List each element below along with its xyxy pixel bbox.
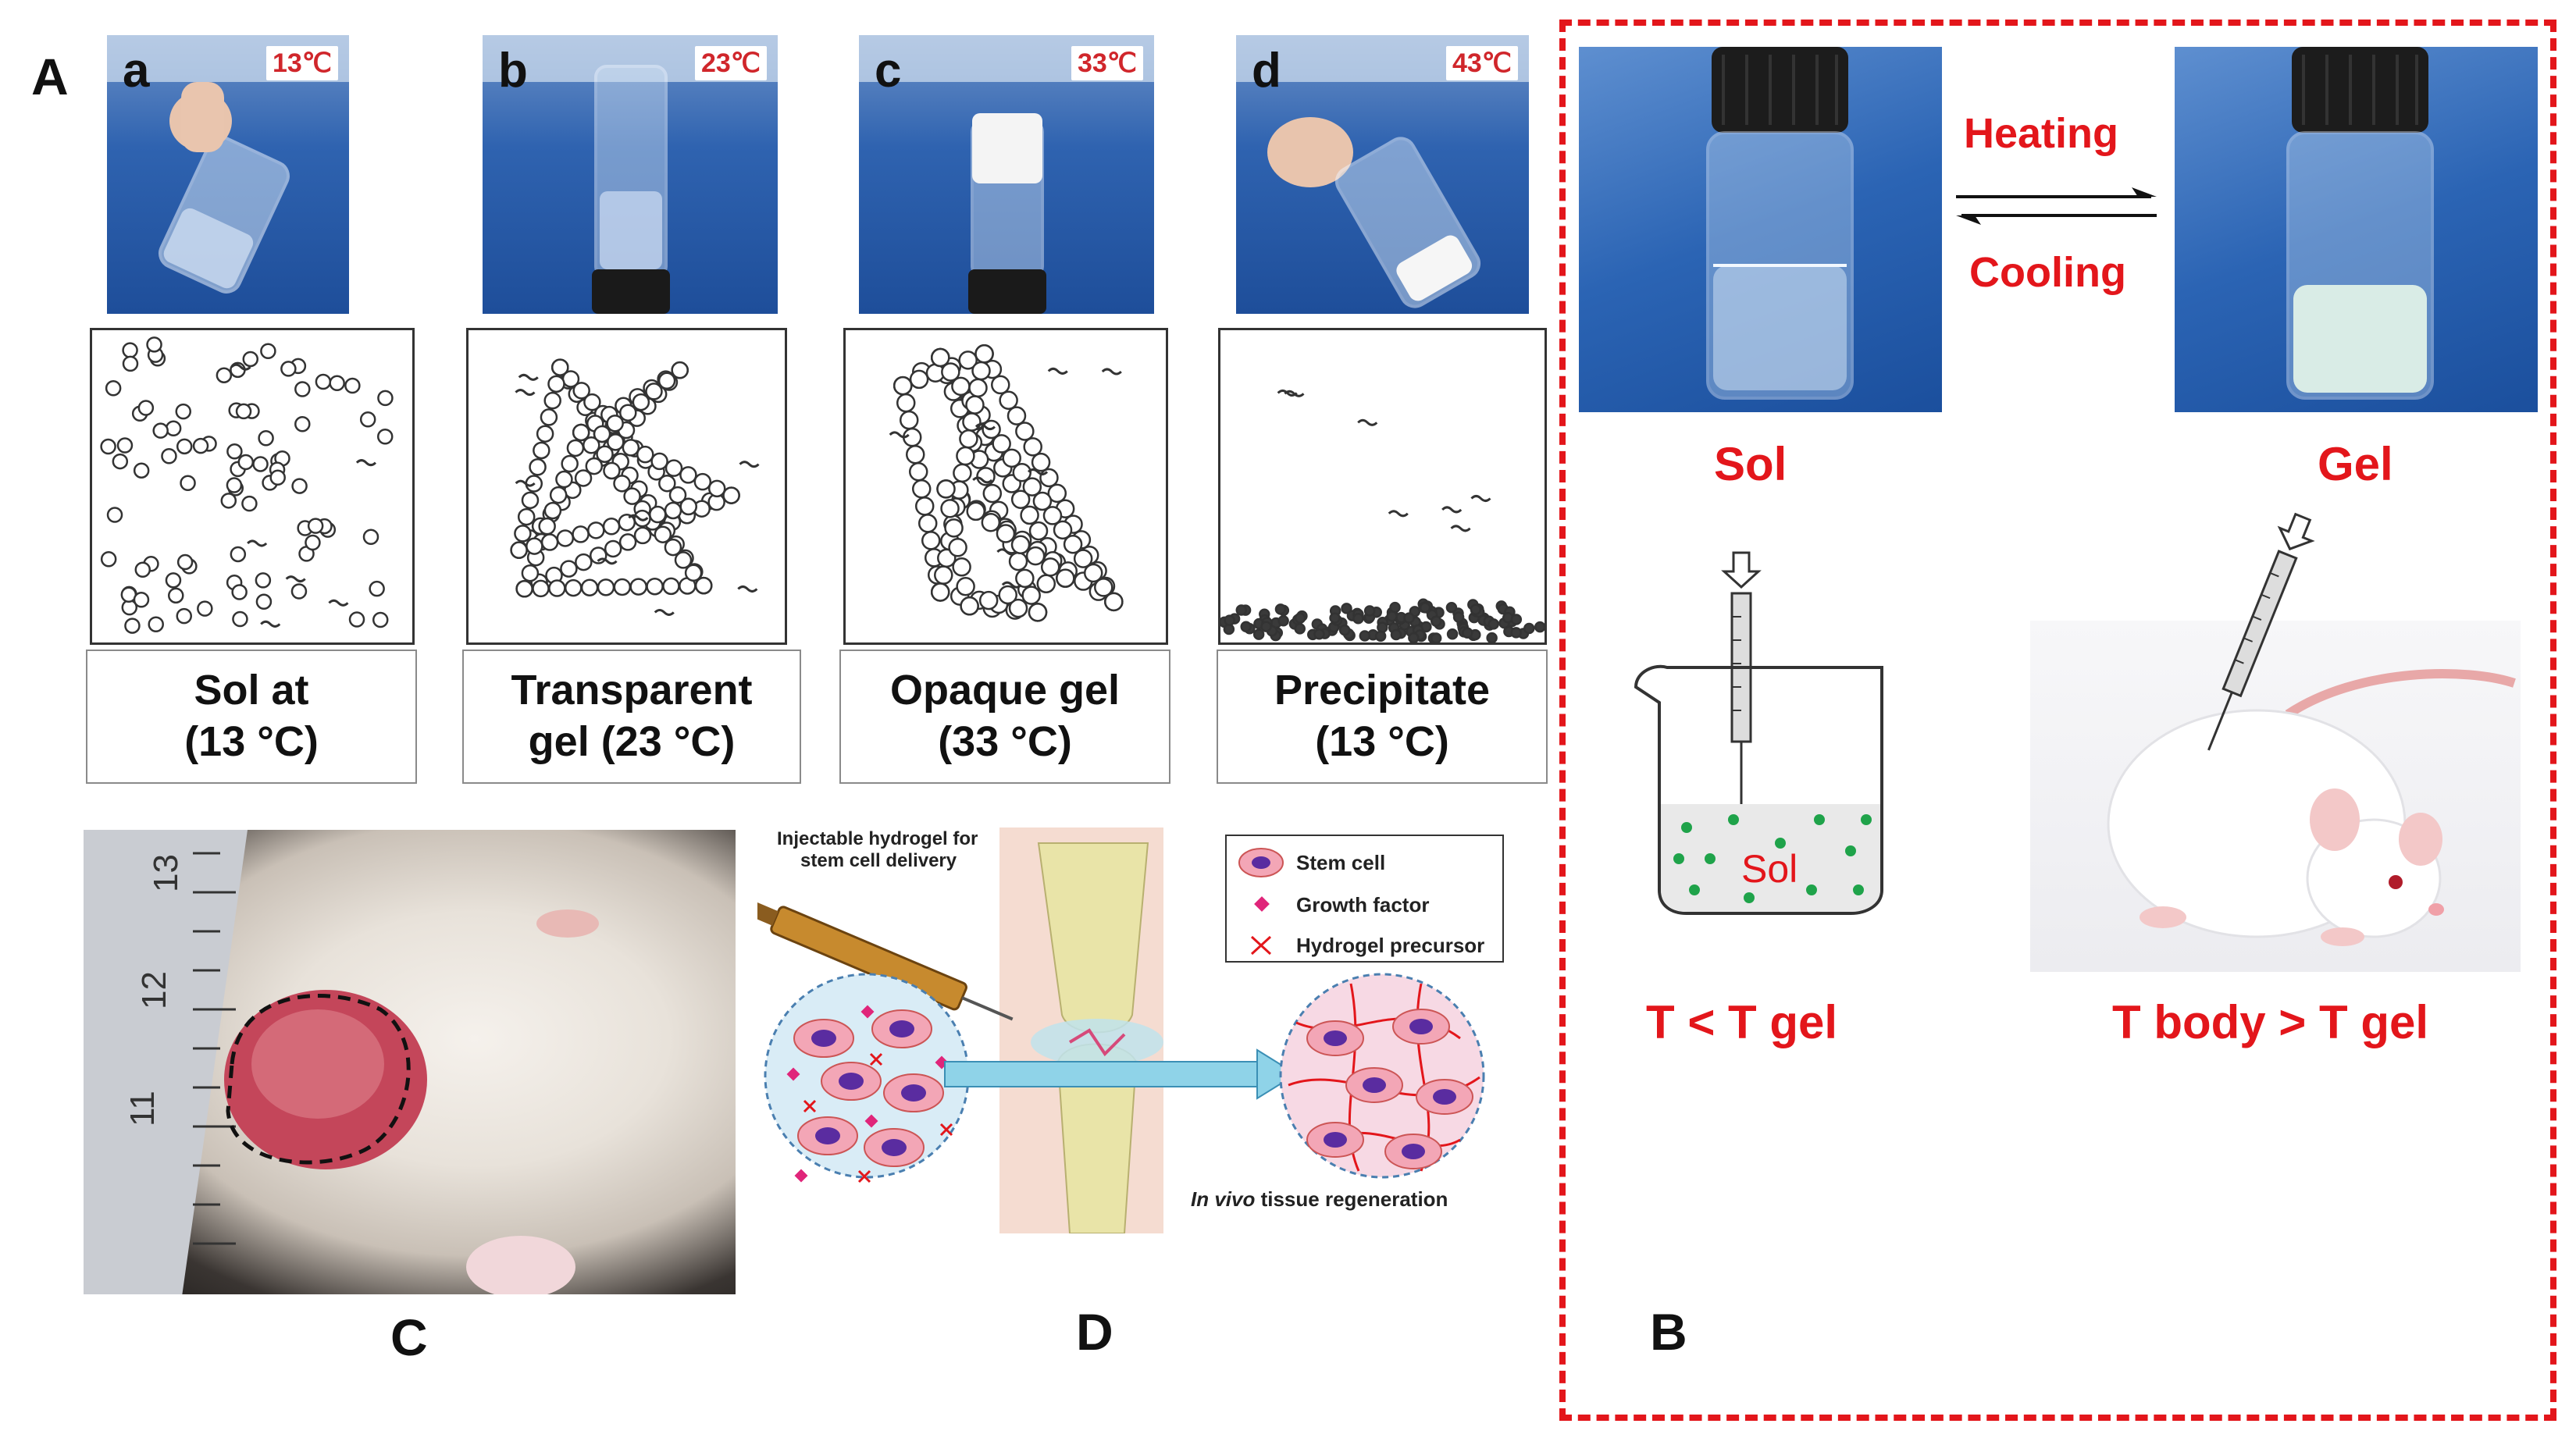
tile-temp-b: 23℃ xyxy=(694,46,767,80)
schematic-opaque-gel xyxy=(843,328,1168,645)
panel-b-box xyxy=(1559,20,2556,1421)
panel-d-schematic: Injectable hydrogel for stem cell delive… xyxy=(724,827,1507,1234)
label-c-line2: (33 °C) xyxy=(938,718,1072,765)
heating-label: Heating xyxy=(1964,110,2119,157)
gel-label: Gel xyxy=(2318,438,2393,490)
photo-rat-injection-site: 13 12 11 xyxy=(84,830,736,1294)
tile-temp-c: 33℃ xyxy=(1071,46,1143,80)
reversible-arrows xyxy=(1956,187,2157,225)
panel-label-a: A xyxy=(31,48,69,105)
label-b-line2: gel (23 °C) xyxy=(528,718,736,765)
tile-temp-a: 13℃ xyxy=(265,46,338,80)
panel-label-b: B xyxy=(1650,1303,1687,1361)
legend-stem-cell: Stem cell xyxy=(1296,851,1385,874)
schematic-transparent-gel xyxy=(466,328,787,645)
label-b-line1: Transparent xyxy=(511,667,753,714)
photo-vial-gel xyxy=(2175,47,2538,412)
photo-tile-c: 33℃ c xyxy=(859,35,1154,314)
panel-label-d: D xyxy=(1076,1303,1113,1361)
condition-left: T < T gel xyxy=(1646,996,1838,1048)
vial-tilted-precipitate xyxy=(1236,35,1529,308)
syringe-label-2: stem cell delivery xyxy=(800,850,957,871)
label-box-c: Opaque gel (33 °C) xyxy=(839,650,1170,784)
photo-vial-sol xyxy=(1579,47,1942,412)
sol-label: Sol xyxy=(1714,438,1787,490)
legend-hydrogel-precursor: Hydrogel precursor xyxy=(1296,934,1484,957)
vial-tilted-sol xyxy=(107,35,349,294)
label-box-b: Transparent gel (23 °C) xyxy=(462,650,801,784)
tile-letter-a: a xyxy=(123,44,150,98)
photo-tile-b: 23℃ b xyxy=(483,35,778,314)
tissue-regeneration-caption: In vivo tissue regeneration xyxy=(1191,1187,1448,1211)
label-box-a: Sol at (13 °C) xyxy=(86,650,417,784)
schematic-sol xyxy=(90,328,415,645)
photo-mouse xyxy=(2030,621,2521,972)
stem-cell-delivery-diagram: Injectable hydrogel for stem cell delive… xyxy=(724,827,1504,1234)
beaker-sol-text: Sol xyxy=(1741,847,1797,891)
tile-temp-d: 43℃ xyxy=(1445,46,1518,80)
syringe-label-1: Injectable hydrogel for xyxy=(777,828,978,849)
vial-upright-opaque xyxy=(859,35,1154,314)
schematic-precipitate xyxy=(1218,328,1547,645)
label-c-line1: Opaque gel xyxy=(889,667,1121,714)
panel-label-c: C xyxy=(390,1308,428,1366)
photo-tile-a: 13℃ a xyxy=(107,35,349,314)
label-d-line1: Precipitate xyxy=(1274,667,1491,714)
legend-growth-factor: Growth factor xyxy=(1296,893,1429,916)
label-d-line2: (13 °C) xyxy=(1315,718,1449,765)
label-a-line1: Sol at xyxy=(194,667,309,714)
cooling-label: Cooling xyxy=(1969,249,2126,296)
beaker-with-syringe: Sol xyxy=(1634,551,1883,915)
ruler-number-11: 11 xyxy=(123,1091,162,1126)
photo-tile-d: 43℃ d xyxy=(1236,35,1529,314)
syringe-into-mouse xyxy=(2207,512,2315,751)
label-box-d: Precipitate (13 °C) xyxy=(1217,650,1548,784)
ruler-number-12: 12 xyxy=(135,971,173,1009)
condition-right: T body > T gel xyxy=(2112,996,2429,1048)
tile-letter-c: c xyxy=(875,44,902,98)
caption-in-vivo: In vivo xyxy=(1191,1187,1255,1211)
label-a-line2: (13 °C) xyxy=(184,718,319,765)
tile-letter-d: d xyxy=(1252,44,1281,98)
caption-rest: tissue regeneration xyxy=(1255,1187,1448,1211)
ruler-number-13: 13 xyxy=(147,854,185,892)
tile-letter-b: b xyxy=(498,44,528,98)
